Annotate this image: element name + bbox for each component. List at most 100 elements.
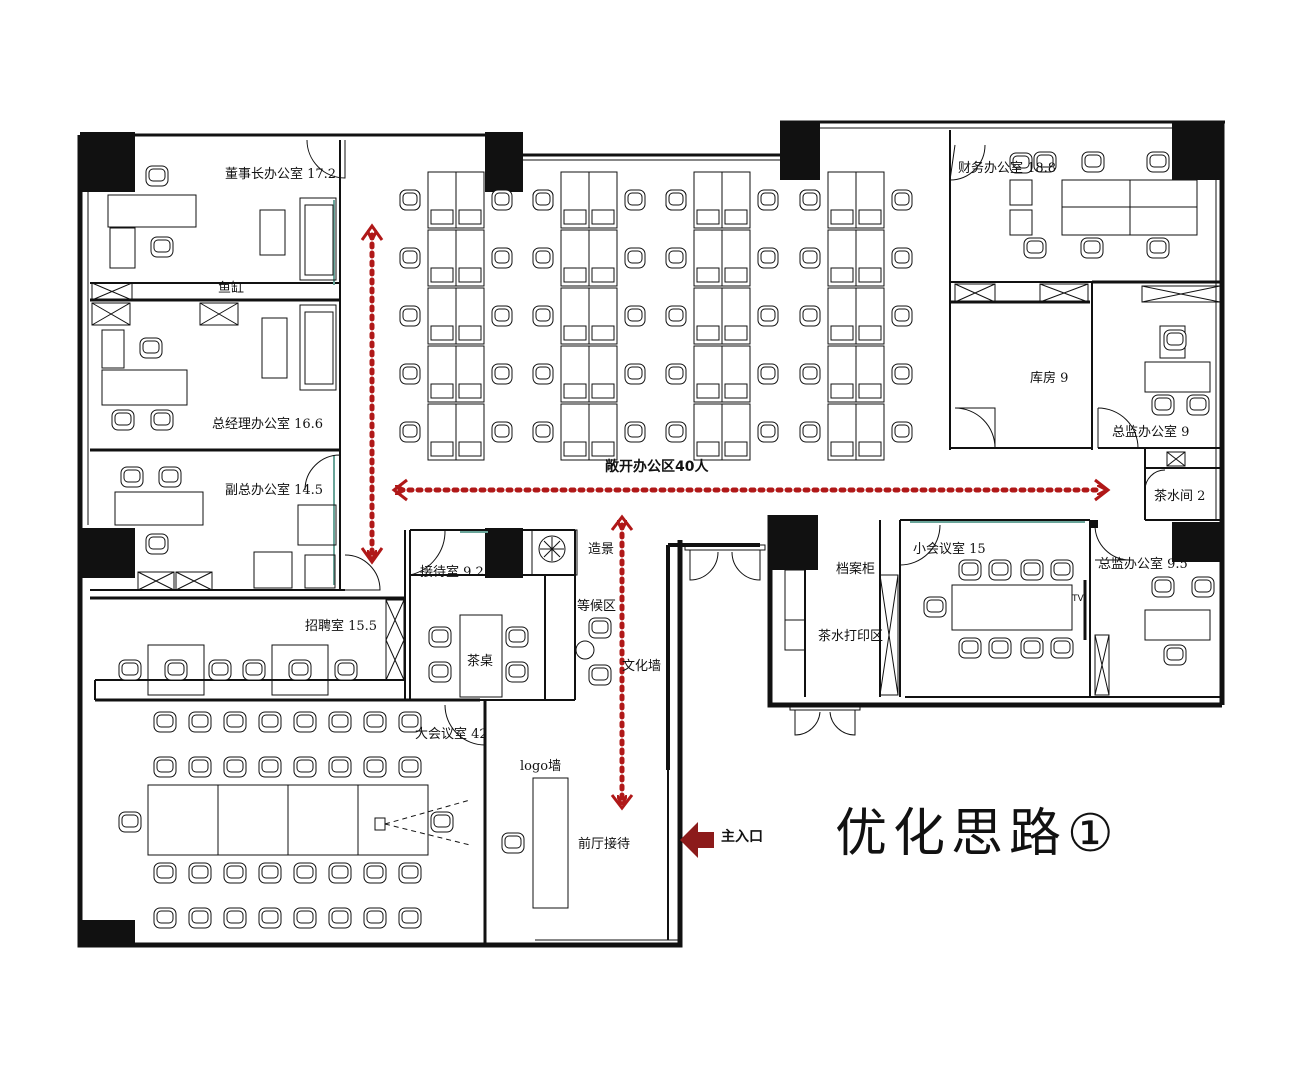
chair xyxy=(624,247,646,269)
chair xyxy=(164,659,188,681)
chair xyxy=(334,659,358,681)
room-tea-room: 茶水间 2 xyxy=(1154,489,1206,504)
chair xyxy=(153,862,177,884)
chair xyxy=(1163,329,1187,351)
chair xyxy=(958,559,982,581)
chair xyxy=(363,862,387,884)
chair xyxy=(757,305,779,327)
chair xyxy=(188,862,212,884)
chair xyxy=(293,756,317,778)
workstation-pod xyxy=(427,345,485,403)
workstation-pod xyxy=(560,171,618,229)
chair xyxy=(1186,394,1210,416)
workstation-pod xyxy=(827,171,885,229)
chair xyxy=(624,189,646,211)
chair xyxy=(1050,559,1074,581)
room-archive: 档案柜 xyxy=(836,562,876,577)
chair xyxy=(891,189,913,211)
chair xyxy=(1009,152,1033,174)
chair xyxy=(505,626,529,648)
workstation-pod xyxy=(827,287,885,345)
workstation-pod xyxy=(693,229,751,287)
chair xyxy=(258,907,282,929)
chair xyxy=(588,664,612,686)
chair xyxy=(532,363,554,385)
chair xyxy=(988,559,1012,581)
chair xyxy=(118,659,142,681)
arrowheads xyxy=(360,223,1111,811)
chair xyxy=(757,189,779,211)
room-waiting-area: 等候区 xyxy=(577,599,617,614)
workstation-pod xyxy=(560,403,618,461)
chairs xyxy=(111,151,1215,929)
room-small-meeting: 小会议室 15 xyxy=(913,542,986,557)
chair xyxy=(588,617,612,639)
open-office-workstations xyxy=(427,171,885,461)
chair xyxy=(665,363,687,385)
chair xyxy=(150,236,174,258)
chair xyxy=(399,189,421,211)
workstation-pod xyxy=(693,287,751,345)
chair xyxy=(1163,644,1187,666)
chair xyxy=(293,711,317,733)
chair xyxy=(293,862,317,884)
chair xyxy=(665,421,687,443)
chair xyxy=(891,305,913,327)
room-storage: 库房 9 xyxy=(1030,371,1069,386)
workstation-pod xyxy=(693,345,751,403)
room-tea-table: 茶桌 xyxy=(467,654,494,669)
chair xyxy=(799,421,821,443)
chair xyxy=(399,421,421,443)
chair xyxy=(1050,637,1074,659)
workstation-pod xyxy=(693,171,751,229)
room-director-top: 总监办公室 9 xyxy=(1112,425,1190,440)
tv-label: TV xyxy=(1072,594,1084,604)
chair xyxy=(491,363,513,385)
chair xyxy=(398,711,422,733)
room-director-bottom: 总监办公室 9.5 xyxy=(1098,557,1188,572)
circulation-arrows xyxy=(372,235,1102,800)
entrance-label: 主入口 xyxy=(721,829,763,845)
chair xyxy=(665,247,687,269)
chair xyxy=(223,862,247,884)
chair xyxy=(145,533,169,555)
chair xyxy=(891,363,913,385)
chair xyxy=(153,711,177,733)
room-chairman: 董事长办公室 17.2 xyxy=(225,167,337,182)
room-tea-print: 茶水打印区 xyxy=(818,629,884,644)
chair xyxy=(150,409,174,431)
chair xyxy=(505,661,529,683)
plan-title: 优化思路① xyxy=(835,804,1120,864)
entrance-arrow-icon xyxy=(680,822,714,858)
chair xyxy=(891,421,913,443)
chair xyxy=(111,409,135,431)
chair xyxy=(1151,576,1175,598)
chair xyxy=(399,305,421,327)
chair xyxy=(223,907,247,929)
chair xyxy=(799,305,821,327)
room-recruitment: 招聘室 15.5 xyxy=(305,619,378,634)
chair xyxy=(118,811,142,833)
chair xyxy=(188,756,212,778)
chair xyxy=(223,756,247,778)
chair xyxy=(398,862,422,884)
workstation-pod xyxy=(427,171,485,229)
chair xyxy=(665,305,687,327)
chair xyxy=(363,711,387,733)
room-reception: 接待室 9.2 xyxy=(420,565,484,580)
chair xyxy=(328,907,352,929)
room-deputy-manager: 副总办公室 14.5 xyxy=(225,483,324,498)
chair xyxy=(799,247,821,269)
chair xyxy=(532,247,554,269)
chair xyxy=(328,862,352,884)
chair xyxy=(757,363,779,385)
chair xyxy=(1080,237,1104,259)
chair xyxy=(258,711,282,733)
workstation-pod xyxy=(427,287,485,345)
chair xyxy=(923,596,947,618)
chair xyxy=(399,247,421,269)
room-front-desk: 前厅接待 xyxy=(578,837,631,852)
workstation-pod xyxy=(427,229,485,287)
chair xyxy=(1020,559,1044,581)
